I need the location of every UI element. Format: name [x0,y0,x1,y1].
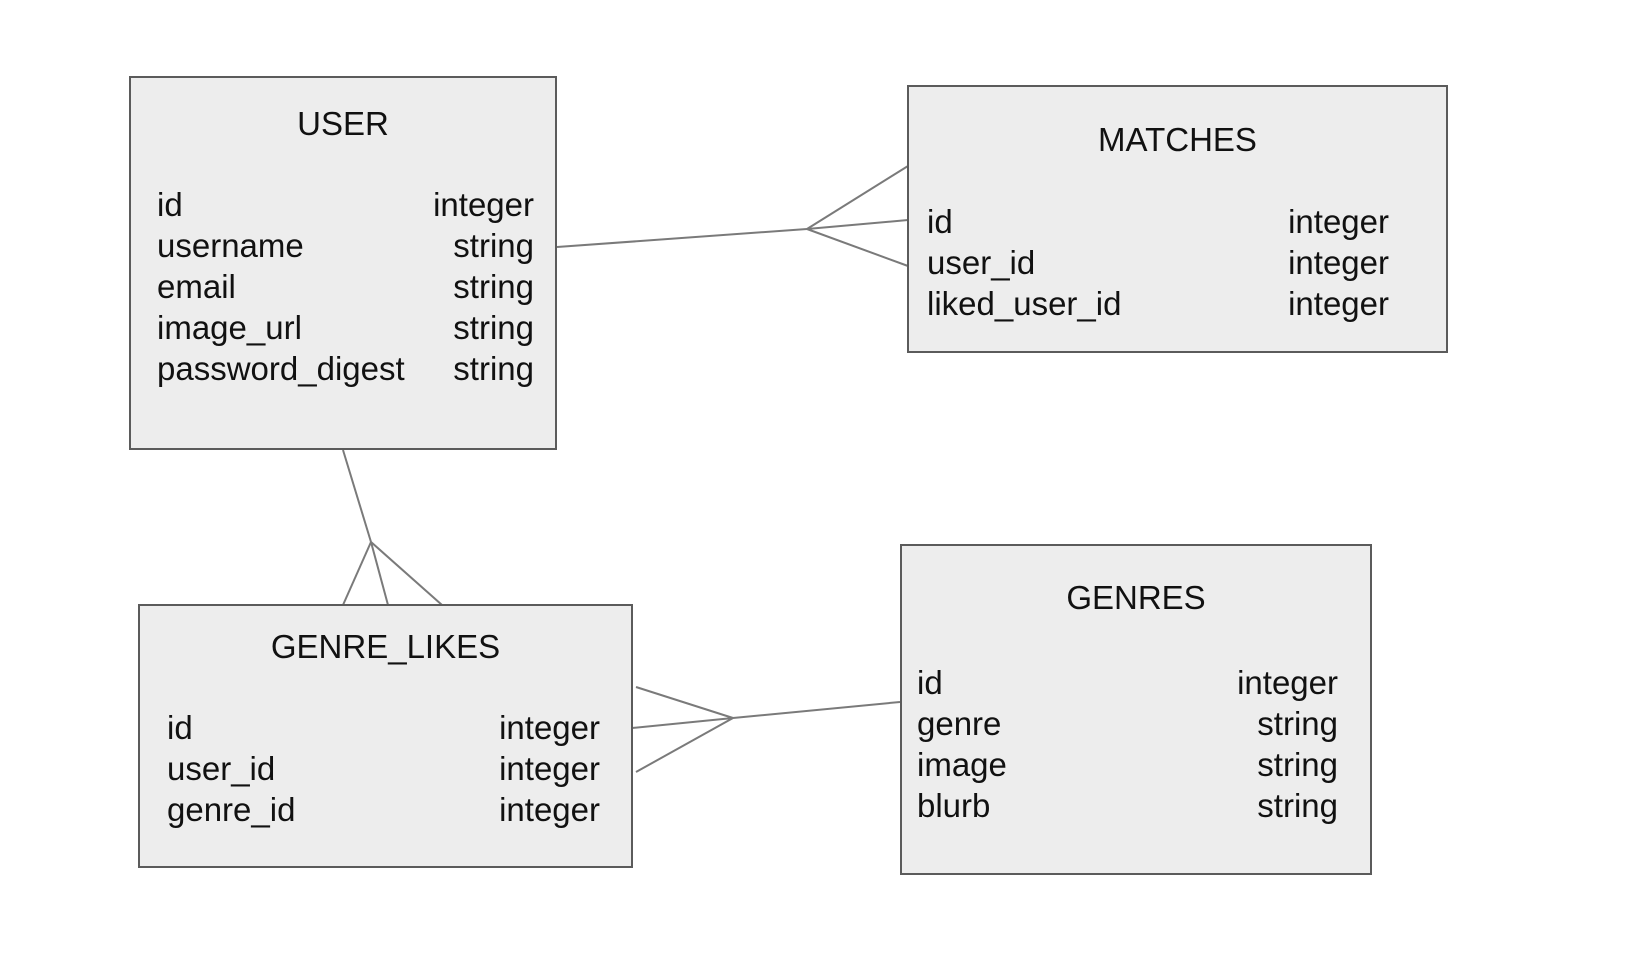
field-row: username string [157,225,534,266]
entity-matches: MATCHES id integer user_id integer liked… [907,85,1448,353]
field-row: genre string [917,703,1338,744]
field-name: id [157,186,183,223]
field-row: blurb string [917,785,1338,826]
field-row: email string [157,266,534,307]
field-row: liked_user_id integer [927,283,1389,324]
field-type: string [1257,787,1338,824]
field-row: id integer [157,184,534,225]
field-type: string [453,309,534,346]
field-row: user_id integer [167,748,600,789]
entity-fields: id integer username string email string … [131,184,555,389]
field-name: liked_user_id [927,285,1122,322]
field-type: integer [433,186,534,223]
field-type: string [453,350,534,387]
field-type: integer [499,791,600,828]
entity-fields: id integer user_id integer genre_id inte… [140,707,631,830]
field-row: genre_id integer [167,789,600,830]
field-name: image_url [157,309,302,346]
entity-fields: id integer user_id integer liked_user_id… [909,201,1446,324]
field-name: id [167,709,193,746]
entity-genre-likes: GENRE_LIKES id integer user_id integer g… [138,604,633,868]
entity-title: GENRES [1066,579,1206,616]
field-row: image string [917,744,1338,785]
field-row: password_digest string [157,348,534,389]
field-name: password_digest [157,350,405,387]
field-type: string [1257,746,1338,783]
field-row: id integer [167,707,600,748]
field-type: integer [1288,244,1389,281]
field-row: user_id integer [927,242,1389,283]
field-type: string [453,268,534,305]
field-type: string [453,227,534,264]
entity-title: MATCHES [1098,121,1257,158]
field-row: id integer [917,662,1338,703]
field-type: integer [499,709,600,746]
entity-genres: GENRES id integer genre string image str… [900,544,1372,875]
relationship-genres-genre-likes [631,686,901,773]
field-name: email [157,268,236,305]
field-name: user_id [167,750,276,787]
field-name: genre_id [167,791,296,828]
field-name: user_id [927,244,1036,281]
field-type: integer [1288,203,1389,240]
field-name: id [917,664,943,701]
relationship-user-matches [556,165,909,267]
entity-fields: id integer genre string image string blu… [902,662,1370,826]
field-type: string [1257,705,1338,742]
field-name: genre [917,705,1002,742]
entity-title: USER [297,105,389,142]
field-name: id [927,203,953,240]
field-name: blurb [917,787,991,824]
field-row: image_url string [157,307,534,348]
field-name: image [917,746,1007,783]
field-type: integer [1288,285,1389,322]
field-name: username [157,227,304,264]
entity-title: GENRE_LIKES [270,628,501,665]
relationship-user-genre-likes [342,449,443,606]
field-type: integer [499,750,600,787]
entity-user: USER id integer username string email st… [129,76,557,450]
field-row: id integer [927,201,1389,242]
field-type: integer [1237,664,1338,701]
